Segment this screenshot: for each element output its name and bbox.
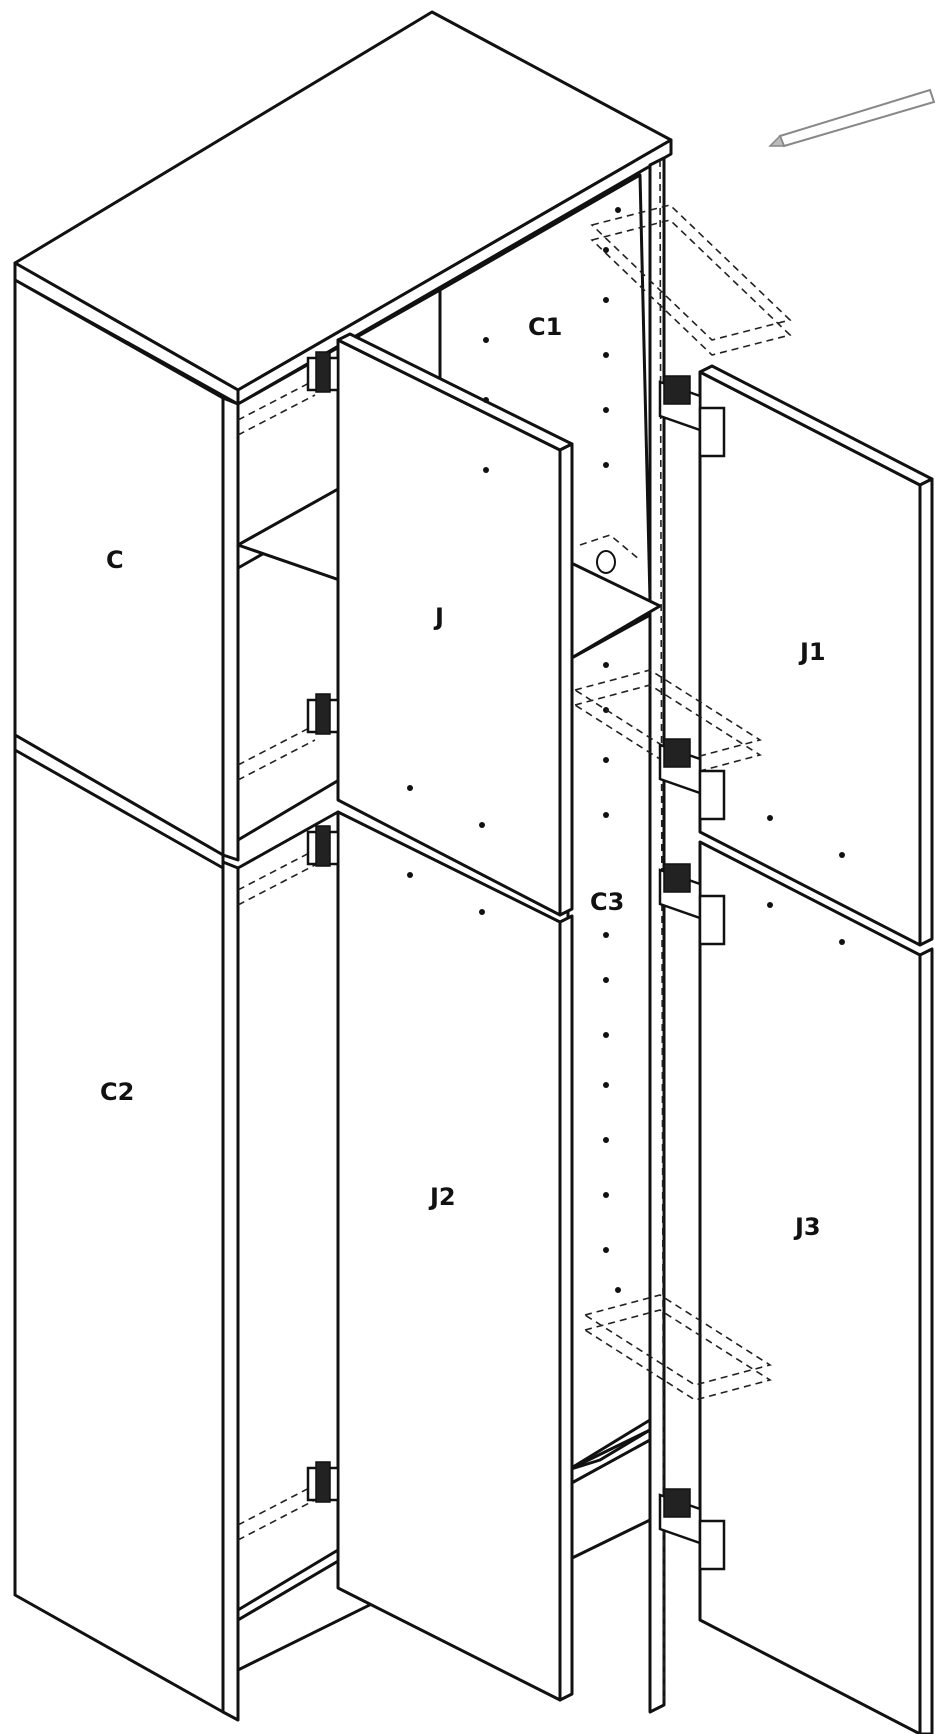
hinge-j3-top bbox=[658, 863, 726, 946]
hinge-c2-bottom bbox=[306, 1461, 340, 1503]
screwdriver-icon bbox=[768, 88, 935, 148]
hinge-j3-bottom bbox=[658, 1488, 726, 1571]
label-j: J bbox=[433, 603, 444, 631]
cam-fitting-icon bbox=[579, 534, 641, 574]
hinge-c-middle bbox=[306, 693, 340, 735]
label-c2: C2 bbox=[100, 1078, 134, 1106]
door-j bbox=[336, 332, 574, 917]
door-j2 bbox=[336, 810, 574, 1702]
shelf-pin-holes bbox=[483, 207, 621, 1293]
door-j1 bbox=[698, 364, 934, 947]
hinge-j1-bottom bbox=[658, 738, 726, 821]
label-j3: J3 bbox=[793, 1213, 821, 1241]
label-c: C bbox=[106, 546, 124, 574]
label-c1: C1 bbox=[528, 313, 562, 341]
label-j1: J1 bbox=[798, 638, 826, 666]
hinge-c2-top bbox=[306, 825, 340, 867]
hinge-c-top bbox=[306, 351, 340, 393]
label-j2: J2 bbox=[428, 1183, 456, 1211]
label-c3: C3 bbox=[590, 888, 624, 916]
door-j3 bbox=[698, 840, 934, 1734]
hinge-j1-top bbox=[658, 375, 726, 458]
